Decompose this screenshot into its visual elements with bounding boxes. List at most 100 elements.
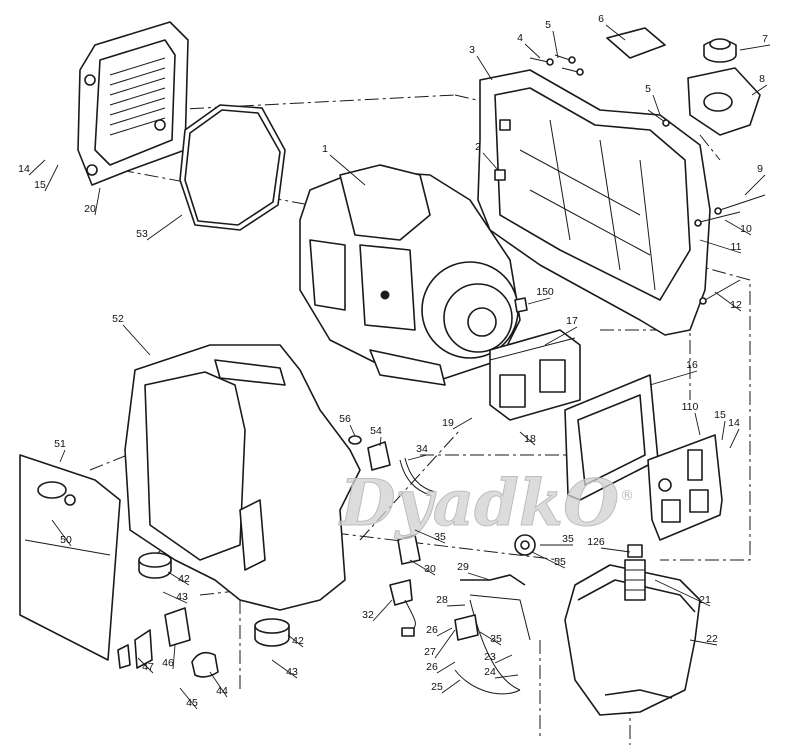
housing-52 — [124, 344, 361, 611]
leader-line-42 — [167, 571, 190, 586]
leader-line-35 — [414, 529, 446, 544]
leader-line-6 — [605, 24, 626, 41]
callout-5: 5 — [645, 83, 651, 95]
callout-14: 14 — [18, 163, 30, 175]
callout-51: 51 — [54, 438, 66, 450]
foot-42-left — [138, 552, 172, 579]
leader-line-126 — [600, 547, 631, 553]
callout-20: 20 — [84, 203, 96, 215]
leader-line-51 — [59, 449, 66, 463]
leader-line-42 — [287, 634, 304, 648]
inverter-17 — [489, 297, 581, 421]
leader-line-3 — [476, 55, 493, 81]
leader-line-56 — [349, 424, 356, 437]
side-cover-20 — [77, 21, 189, 186]
callout-28: 28 — [436, 594, 448, 606]
control-panel-110 — [647, 434, 723, 541]
callout-10: 10 — [740, 223, 752, 235]
callout-23: 23 — [484, 651, 496, 663]
leader-line-23 — [494, 654, 513, 664]
leader-line-46 — [172, 644, 176, 670]
callout-8: 8 — [759, 73, 765, 85]
fuel-filter-21 — [624, 544, 646, 601]
bracket-54 — [367, 441, 391, 471]
leader-line-110 — [694, 412, 701, 436]
panel-plate-6 — [606, 27, 666, 59]
leader-line-5 — [652, 94, 661, 116]
callout-42: 42 — [292, 635, 304, 647]
leader-line-26 — [436, 627, 453, 637]
callout-54: 54 — [370, 425, 382, 437]
callout-45: 45 — [186, 697, 198, 709]
callout-16: 16 — [686, 359, 698, 371]
callout-6: 6 — [598, 13, 604, 25]
leader-line-21 — [654, 579, 711, 607]
leader-line-7 — [739, 44, 771, 51]
callout-3: 3 — [469, 44, 475, 56]
callout-32: 32 — [362, 609, 374, 621]
callout-53: 53 — [136, 228, 148, 240]
leader-line-47 — [137, 657, 154, 674]
callout-43: 43 — [286, 666, 298, 678]
callout-43: 43 — [176, 591, 188, 603]
knob-44 — [191, 651, 219, 678]
leader-line-52 — [122, 324, 151, 356]
callout-56: 56 — [339, 413, 351, 425]
latch-46-47 — [117, 607, 191, 669]
callout-22: 22 — [706, 633, 718, 645]
leader-line-15 — [721, 420, 726, 441]
engine-1 — [299, 164, 521, 386]
leader-line-2 — [482, 152, 499, 171]
fuel-cock-55 — [514, 534, 536, 556]
leader-line-44 — [209, 671, 228, 698]
leader-line-35 — [479, 631, 502, 646]
leader-line-28 — [446, 604, 466, 607]
callout-110: 110 — [682, 401, 699, 413]
callout-21: 21 — [699, 594, 711, 606]
watermark: DyadkO ® — [338, 466, 635, 542]
callout-55: 55 — [554, 556, 566, 568]
callout-15: 15 — [714, 409, 726, 421]
callout-52: 52 — [112, 313, 124, 325]
leader-line-14 — [28, 159, 46, 176]
cap-base-8 — [687, 67, 761, 136]
callout-15: 15 — [34, 179, 46, 191]
leader-line-32 — [372, 599, 393, 622]
leader-line-10 — [724, 219, 752, 236]
callout-2: 2 — [475, 141, 481, 153]
watermark-registered-mark: ® — [620, 488, 634, 504]
front-cover-51 — [19, 454, 121, 661]
leader-line-24 — [494, 674, 519, 679]
leader-line-14 — [729, 428, 740, 449]
leader-line-4 — [524, 43, 541, 59]
callout-12: 12 — [730, 299, 742, 311]
callout-44: 44 — [216, 685, 228, 697]
callout-17: 17 — [566, 315, 578, 327]
leader-line-34 — [407, 454, 428, 461]
callout-19: 19 — [442, 417, 454, 429]
panel-frame-16 — [564, 374, 659, 501]
callout-35: 35 — [490, 633, 502, 645]
gasket-53 — [179, 104, 286, 231]
callout-27: 27 — [424, 646, 436, 658]
leader-line-30 — [409, 559, 436, 576]
callout-47: 47 — [142, 661, 154, 673]
leader-line-18 — [519, 431, 536, 446]
callout-150: 150 — [536, 286, 554, 298]
callout-14: 14 — [728, 417, 740, 429]
fuel-cap-7 — [703, 38, 737, 63]
callout-18: 18 — [524, 433, 536, 445]
leader-line-45 — [179, 687, 198, 710]
callout-50: 50 — [60, 534, 72, 546]
leader-line-150 — [527, 297, 551, 305]
leader-line-53 — [146, 214, 183, 241]
leader-line-8 — [751, 84, 768, 96]
connector-32 — [389, 579, 416, 637]
callout-35: 35 — [434, 531, 446, 543]
leader-line-12 — [714, 291, 742, 312]
leader-line-20 — [94, 187, 101, 216]
callout-42: 42 — [178, 573, 190, 585]
leader-line-17 — [544, 326, 578, 346]
